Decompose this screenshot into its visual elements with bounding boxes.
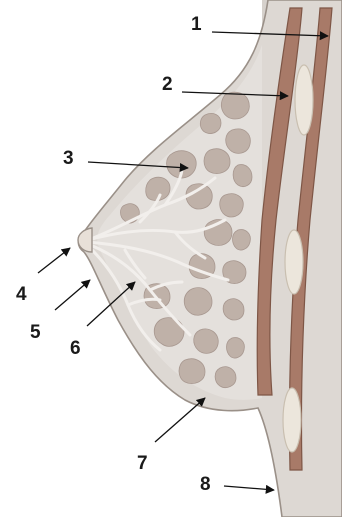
callout-number-6: 6 <box>70 338 81 359</box>
lobule <box>233 230 251 250</box>
callout-number-4: 4 <box>16 284 27 305</box>
callout-arrow-8 <box>224 486 274 490</box>
rib <box>295 65 313 135</box>
lobule <box>220 194 244 217</box>
lobule <box>233 165 252 187</box>
callout-number-5: 5 <box>30 322 41 343</box>
lobule <box>184 288 212 316</box>
callout-number-2: 2 <box>162 74 173 95</box>
rib <box>285 230 303 294</box>
lobule <box>215 367 236 388</box>
lobule <box>227 338 245 358</box>
callout-arrow-5 <box>55 280 90 310</box>
lobule <box>200 113 221 133</box>
lobule <box>221 92 249 119</box>
lobule <box>223 299 244 320</box>
lobule <box>154 318 184 347</box>
callout-number-8: 8 <box>200 474 211 495</box>
lobule <box>204 149 230 174</box>
callout-number-3: 3 <box>63 148 74 169</box>
callout-arrow-7 <box>155 398 205 442</box>
rib <box>283 388 301 452</box>
lobule <box>179 359 205 384</box>
lobule <box>194 329 219 353</box>
lobule <box>226 129 251 153</box>
callout-number-1: 1 <box>191 14 202 35</box>
callout-arrow-4 <box>38 248 70 273</box>
callout-number-7: 7 <box>137 453 148 474</box>
